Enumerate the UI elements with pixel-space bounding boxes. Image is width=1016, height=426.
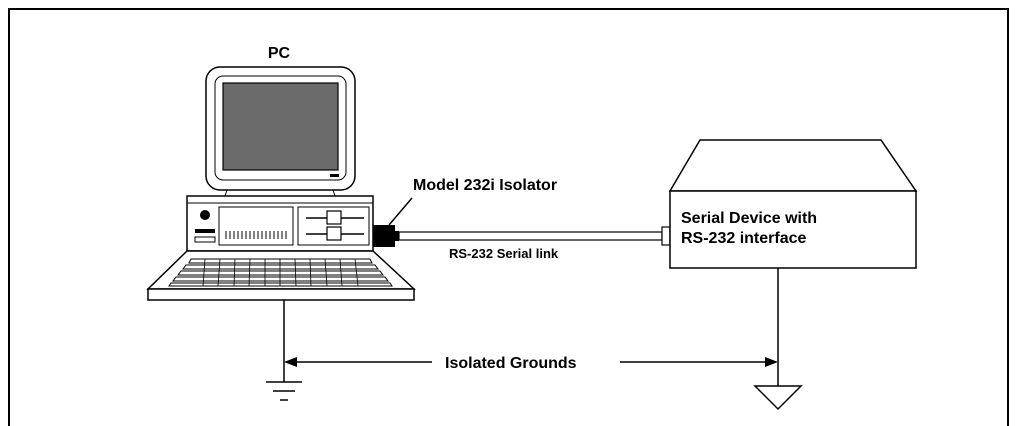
isolated-grounds-label: Isolated Grounds [445,355,577,372]
serial-device-label-line2: RS-232 interface [681,230,806,247]
vent-panel [218,206,294,246]
rs232-cable [398,231,663,241]
isolated-grounds-arrow-left [284,357,432,367]
serial-link-label: RS-232 Serial link [449,246,559,261]
pc-ground-symbol-icon [266,381,302,401]
pc-monitor [205,66,356,197]
power-button-icon [200,210,210,220]
serial-device-label-line1: Serial Device with [681,210,817,227]
isolator-pointer-line [388,197,413,226]
serial-device [668,139,918,269]
pc-base-unit [186,195,374,252]
diagram-frame [8,8,1009,426]
isolated-grounds-arrow-right [620,357,778,367]
pc-keyboard [146,250,416,301]
isolator-label: Model 232i Isolator [413,177,557,194]
device-connector [661,226,671,246]
device-ground-symbol-icon [753,385,803,411]
pc-label: PC [268,45,291,62]
model-232i-isolator [373,225,399,247]
